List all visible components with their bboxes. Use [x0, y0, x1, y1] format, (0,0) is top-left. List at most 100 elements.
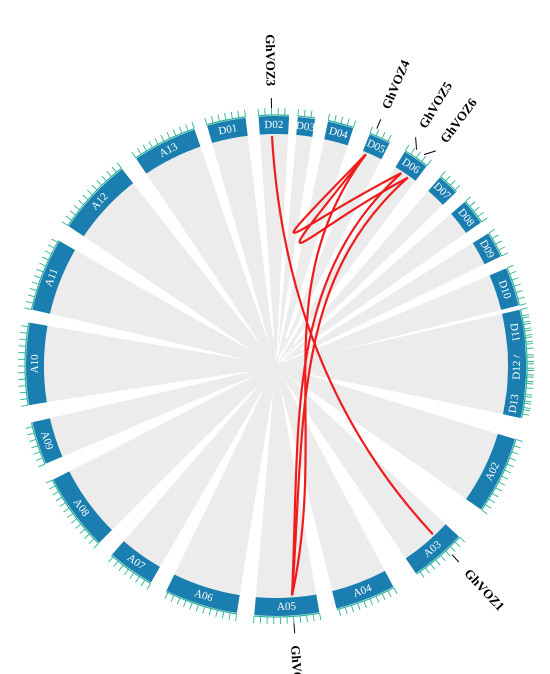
chromosome-ticks	[253, 612, 322, 624]
link-ghvoz5-ghvoz2	[290, 172, 403, 596]
chromosome-ticks	[25, 422, 46, 468]
chromosome-block	[362, 134, 390, 160]
chromosome-ticks	[336, 587, 398, 616]
chromosome-block	[53, 471, 112, 543]
chromosome-block	[472, 233, 501, 265]
chromosome-ring: A01A02A03A04A05A06A07A08A09A10A11A12A13D…	[18, 108, 534, 624]
background-ribbons	[43, 134, 509, 598]
chromosome-d04: D04	[324, 113, 357, 146]
chromosome-ticks	[24, 238, 60, 310]
chromosome-block	[296, 116, 316, 137]
synteny-links	[270, 135, 434, 596]
ribbon-a10	[43, 325, 306, 403]
chromosome-block	[503, 318, 526, 346]
chromosome-block	[332, 570, 394, 609]
chromosome-d06: D06	[395, 144, 432, 181]
chromosome-block	[405, 524, 459, 574]
gene-ghvoz2: GhVOZ2	[288, 623, 307, 674]
link-ghvoz6-ghvoz2	[290, 176, 409, 596]
ribbon-a06	[174, 336, 287, 596]
chromosome-ticks	[521, 396, 533, 415]
chromosome-label: A10	[29, 354, 41, 374]
chromosome-label: D02	[264, 119, 283, 131]
chromosome-ticks	[131, 121, 195, 159]
ribbon-a08	[69, 346, 302, 531]
chromosome-a06: A06	[164, 574, 240, 621]
chromosome-block	[32, 241, 76, 314]
chromosome-a07: A07	[108, 541, 160, 590]
chromosome-d12: D12	[507, 356, 534, 385]
chromosome-block	[26, 322, 48, 406]
ribbon-a12	[83, 183, 300, 388]
chromosome-block	[507, 357, 526, 384]
ribbon-d12	[246, 357, 508, 383]
chromosome-label: D04	[328, 125, 350, 142]
chromosome-ticks	[18, 322, 30, 407]
chromosome-ticks	[488, 228, 509, 257]
ribbon-a04	[263, 337, 385, 592]
chromosome-label: D10	[496, 279, 514, 301]
chromosome-block	[451, 201, 481, 233]
chromosome-block	[428, 177, 456, 205]
chromosome-ticks	[108, 554, 151, 590]
chromosome-a03: A03	[405, 524, 465, 578]
chromosome-d13: D13	[503, 393, 533, 415]
chromosome-block	[207, 117, 248, 143]
link-ghvoz4-ghvoz5	[292, 153, 402, 234]
link-ghvoz3-ghvoz1	[270, 135, 434, 535]
chromosome-a05: A05	[253, 594, 322, 624]
chromosome-a12: A12	[61, 162, 134, 237]
chromosome-d11: D11	[503, 316, 534, 346]
chromosome-block	[136, 129, 201, 174]
chromosome-a08: A08	[45, 471, 112, 549]
ribbon-d13	[246, 359, 507, 411]
chromosome-label: A09	[38, 430, 55, 452]
chromosome-label: D13	[507, 393, 522, 414]
chromosome-label: D01	[217, 122, 238, 138]
chromosome-block	[166, 574, 240, 613]
ribbon-a02	[248, 351, 498, 500]
chromosome-ticks	[297, 108, 316, 119]
chromosome-ticks	[61, 162, 122, 227]
chromosome-a10: A10	[18, 322, 48, 407]
ribbon-a13	[146, 146, 292, 394]
chromosome-a13: A13	[131, 121, 201, 174]
chromosome-ticks	[257, 108, 290, 117]
chromosome-block	[32, 418, 63, 464]
chromosome-block	[503, 394, 525, 414]
ribbon-d07	[253, 190, 443, 390]
chromosome-block	[254, 594, 320, 616]
ribbon-a11	[49, 250, 305, 379]
ribbon-d01	[212, 135, 285, 396]
chromosome-ticks	[327, 113, 357, 128]
gene-ghvoz3: GhVOZ3	[263, 34, 279, 109]
chromosome-ticks	[525, 356, 534, 385]
chromosome-ticks	[404, 144, 432, 167]
chromosome-ticks	[416, 536, 465, 578]
chromosome-d05: D05	[362, 126, 392, 160]
chromosome-a04: A04	[332, 570, 398, 616]
gene-label: GhVOZ1	[461, 566, 507, 614]
chromosome-a02: A02	[466, 433, 523, 515]
chromosome-ticks	[521, 316, 534, 345]
chromosome-ticks	[204, 109, 246, 126]
chromosome-block	[324, 121, 354, 146]
gene-label: GhVOZ4	[379, 57, 413, 111]
chromosome-d09: D09	[472, 228, 509, 265]
chromosome-block	[395, 151, 427, 181]
chromosome-d01: D01	[204, 109, 248, 143]
ribbon-d02	[259, 134, 289, 396]
ribbon-a07	[123, 340, 296, 567]
chromosome-label: D11	[507, 322, 521, 342]
chromosome-d07: D07	[428, 170, 461, 205]
chromosome-d03: D03	[295, 108, 316, 137]
chromosome-block	[258, 116, 290, 135]
gene-label: GhVOZ3	[263, 34, 279, 87]
ribbon-d10	[246, 275, 502, 378]
chromosome-ticks	[164, 591, 238, 621]
chromosome-block	[489, 268, 519, 310]
ribbon-a03	[254, 341, 446, 559]
chromosome-ticks	[481, 438, 523, 515]
chromosome-label: D03	[295, 120, 316, 134]
